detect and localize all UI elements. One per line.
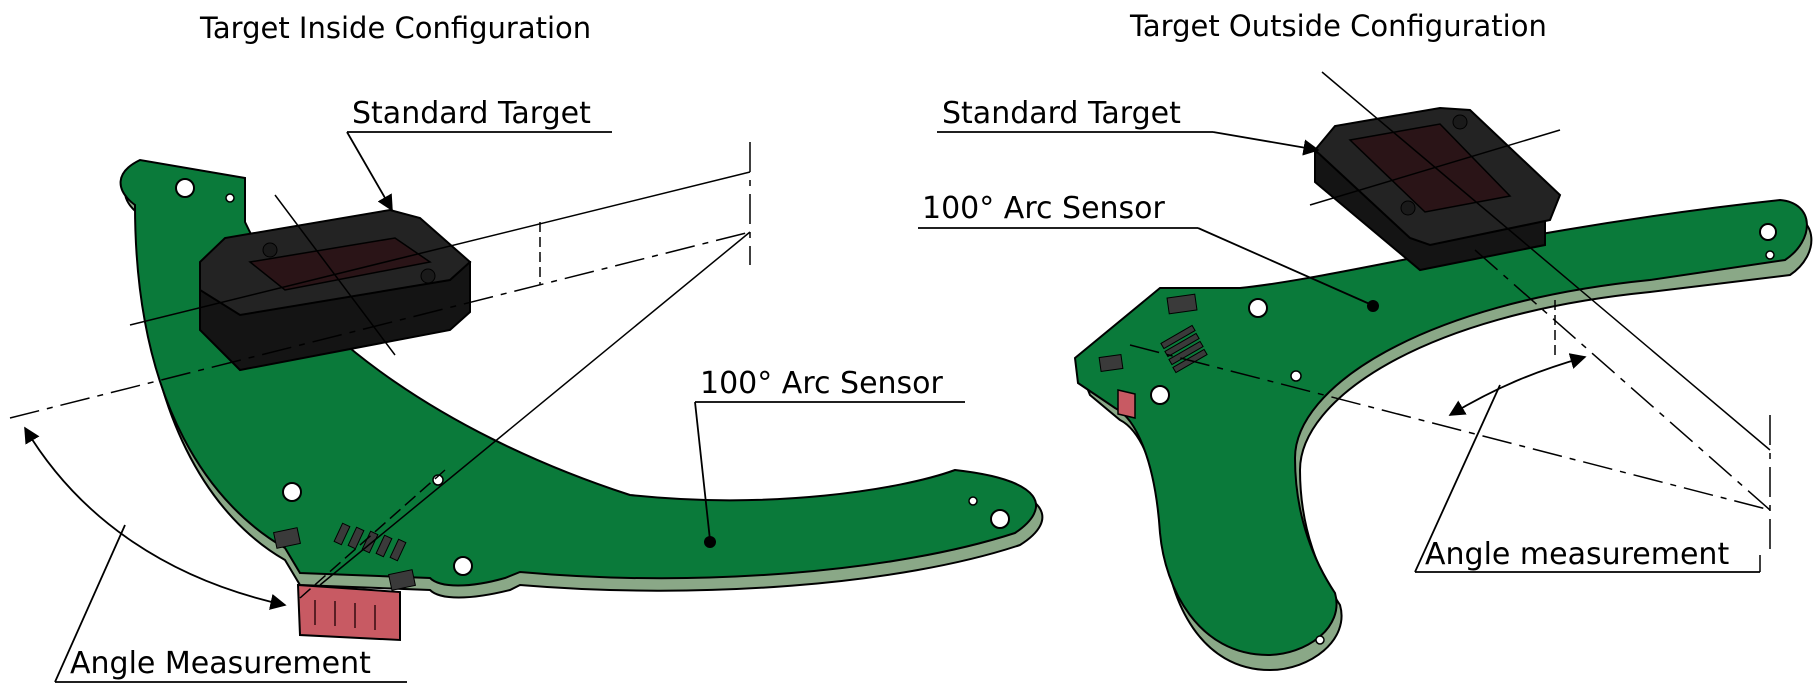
right-mount-hole: [1759, 223, 1777, 241]
left-title: Target Inside Configuration: [199, 11, 591, 45]
left-connector-slots: [314, 600, 376, 630]
left-sensor-label: 100° Arc Sensor: [700, 366, 944, 401]
right-configuration: Standard Target 100° Arc Sensor Angle me…: [918, 9, 1813, 672]
right-angle-callout: Angle measurement: [1414, 384, 1761, 573]
right-mount-hole: [1765, 250, 1775, 260]
left-configuration: Standard Target 100° Arc Sensor Angle Me…: [9, 11, 1044, 683]
left-angle-label: Angle Measurement: [70, 646, 371, 681]
right-target-screw: [1400, 200, 1416, 216]
right-mount-hole: [1315, 635, 1325, 645]
right-sensor-callout: 100° Arc Sensor: [918, 191, 1379, 312]
right-contact-pads: [1098, 293, 1208, 374]
right-target-window: [1348, 123, 1512, 213]
left-mount-hole: [225, 193, 235, 203]
left-angle-arc: [24, 426, 287, 610]
right-angle-arc: [1448, 353, 1587, 416]
left-mount-hole: [990, 509, 1010, 529]
left-connector: [296, 583, 401, 642]
right-target-label: Standard Target: [942, 96, 1181, 131]
right-target-screw: [1452, 114, 1468, 130]
left-target-screw: [420, 268, 436, 284]
right-arc-sensor-pcb: [1073, 198, 1808, 657]
left-target-callout: Standard Target: [346, 96, 612, 212]
left-sensor-callout: 100° Arc Sensor: [694, 366, 965, 548]
right-sensor-label: 100° Arc Sensor: [922, 191, 1166, 226]
left-target-label: Standard Target: [352, 96, 591, 131]
left-contact-pads: [273, 522, 416, 591]
right-construction-lines: [1129, 71, 1771, 555]
left-target-window: [248, 237, 432, 291]
left-mount-hole: [282, 482, 302, 502]
right-center-mark: [1290, 370, 1302, 382]
right-mount-hole: [1248, 298, 1268, 318]
left-mount-hole: [453, 556, 473, 576]
left-mount-hole: [968, 496, 978, 506]
right-title: Target Outside Configuration: [1129, 9, 1547, 43]
left-construction-lines: [9, 142, 751, 599]
right-angle-label: Angle measurement: [1425, 537, 1729, 572]
right-connector: [1117, 389, 1136, 419]
right-mount-hole: [1150, 385, 1170, 405]
left-target-screw: [262, 242, 278, 258]
right-sensor-dot: [1367, 300, 1379, 312]
left-sensor-dot: [704, 536, 716, 548]
right-target-callout: Standard Target: [937, 96, 1320, 156]
left-angle-callout: Angle Measurement: [54, 524, 407, 683]
left-mount-hole: [175, 178, 195, 198]
